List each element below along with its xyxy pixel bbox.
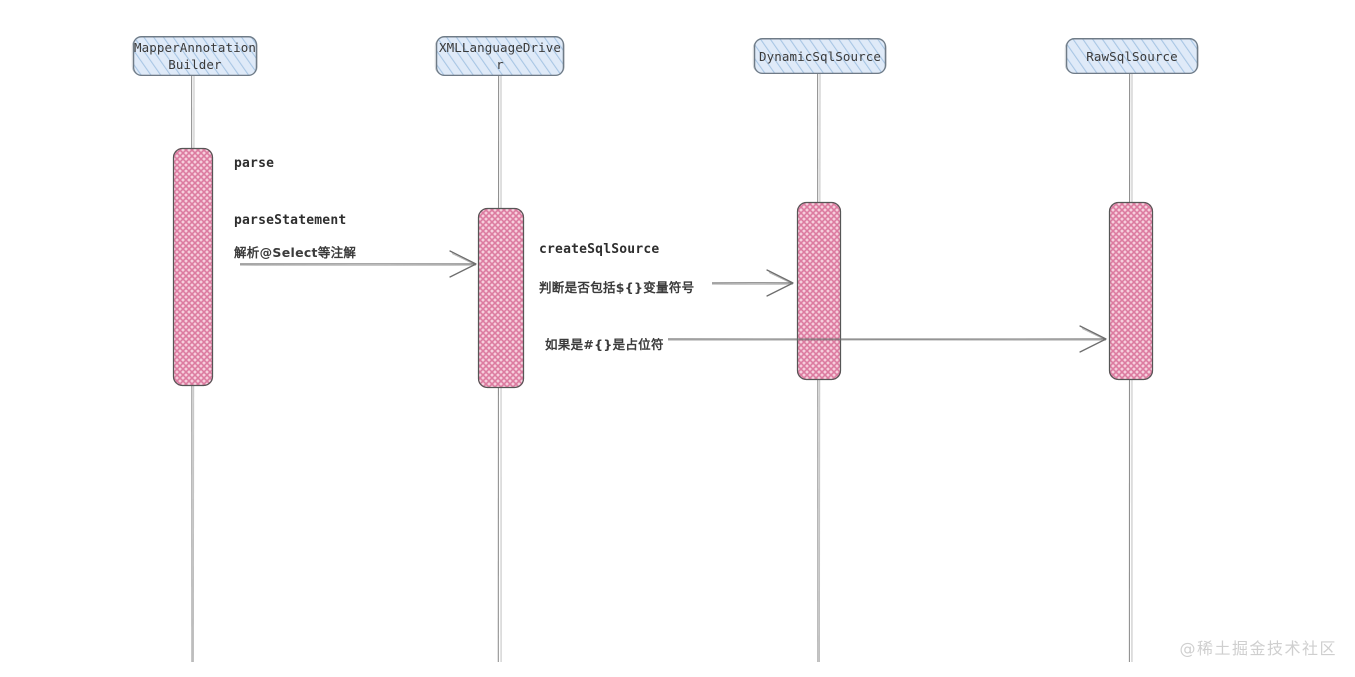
message-arrows-layer	[239, 250, 1107, 353]
activation-mapper-annotation-builder	[172, 147, 214, 387]
message-check-dollar-variable-arrow	[711, 269, 794, 297]
message-hash-placeholder-arrow	[667, 325, 1107, 353]
activation-bars-layer	[172, 147, 1154, 389]
activation-dynamic-sql-source	[796, 201, 842, 381]
participant-box-mapper-annotation-builder[interactable]	[131, 35, 258, 77]
message-parse-label: parse	[234, 156, 275, 171]
message-parse-statement-label: parseStatement	[234, 213, 347, 228]
watermark: @稀土掘金技术社区	[1179, 639, 1337, 658]
participant-box-raw-sql-source[interactable]	[1064, 37, 1199, 75]
participant-box-dynamic-sql-source[interactable]	[752, 37, 887, 75]
participant-box-xml-language-driver[interactable]	[434, 35, 565, 77]
message-hash-placeholder-label: 如果是#{}是占位符	[545, 337, 664, 352]
lifelines-layer	[190, 73, 1133, 663]
activation-xml-language-driver	[477, 207, 525, 389]
message-check-dollar-variable-label: 判断是否包括${}变量符号	[539, 280, 695, 295]
activation-raw-sql-source	[1108, 201, 1154, 381]
message-create-sql-source-label: createSqlSource	[539, 242, 660, 257]
message-parse-select-annotation-label: 解析@Select等注解	[234, 245, 357, 260]
message-parse-select-annotation-arrow	[239, 250, 477, 278]
participant-boxes-layer	[131, 35, 1199, 77]
